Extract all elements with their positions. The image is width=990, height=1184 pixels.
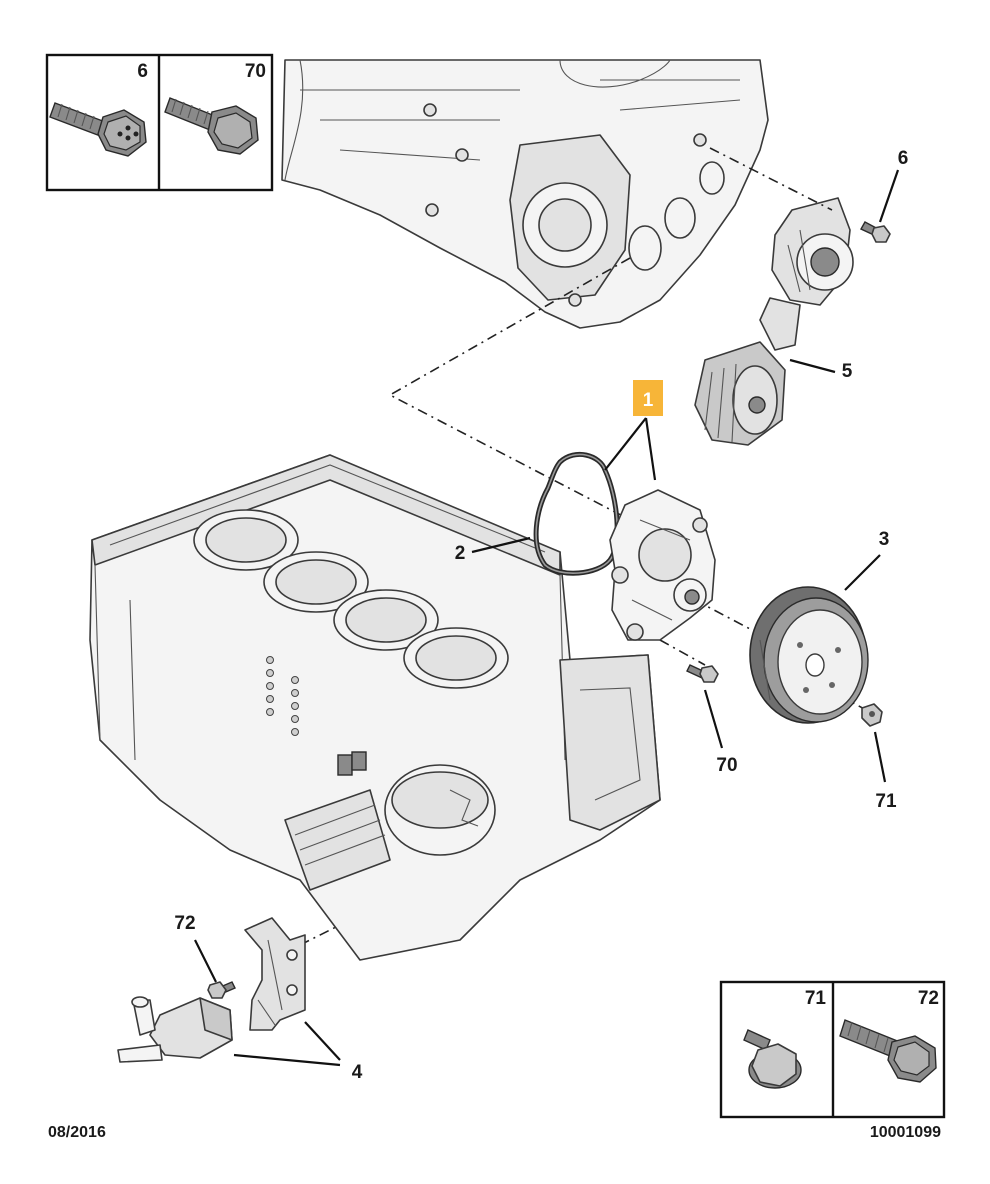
- screw-70-icon: [164, 97, 259, 155]
- screw-72-part: [207, 981, 236, 999]
- label-6[interactable]: 6: [898, 148, 909, 169]
- inset-top-label-6: 6: [137, 61, 148, 82]
- water-pump-1: [609, 489, 716, 641]
- screw-72-icon: [839, 1019, 937, 1083]
- label-71[interactable]: 71: [875, 791, 897, 812]
- label-72[interactable]: 72: [174, 913, 195, 934]
- label-5[interactable]: 5: [842, 361, 853, 382]
- leader-lines: [194, 169, 900, 1067]
- inset-bottom-label-71: 71: [805, 988, 827, 1009]
- pulley-3: [749, 586, 869, 724]
- inset-top-label-70: 70: [245, 61, 266, 82]
- label-3[interactable]: 3: [879, 529, 890, 550]
- label-70[interactable]: 70: [716, 755, 737, 776]
- belt-tensioner-5: [694, 197, 854, 446]
- inset-bottom-screws: 71 72: [719, 980, 946, 1119]
- footer-reference: 10001099: [870, 1124, 941, 1141]
- label-1[interactable]: 1: [643, 390, 654, 411]
- screw-71-icon: [743, 1029, 802, 1089]
- inset-top-screws: 6 70: [45, 53, 274, 192]
- footer-date: 08/2016: [48, 1124, 106, 1141]
- label-4[interactable]: 4: [352, 1062, 363, 1083]
- upper-engine-block: [281, 59, 769, 329]
- screw-70-part: [686, 664, 719, 683]
- highlight-box-1: [633, 380, 663, 416]
- callouts: 1 2 3 4 5 6 70 71 72: [174, 148, 908, 1083]
- screw-6-icon: [49, 102, 147, 157]
- nut-71-part: [861, 703, 883, 727]
- sensor-body: [117, 996, 233, 1063]
- inset-bottom-label-72: 72: [918, 988, 939, 1009]
- label-2[interactable]: 2: [455, 543, 466, 564]
- main-engine-block: [89, 454, 661, 961]
- sensor-bracket-4: [244, 917, 306, 1031]
- screw-6-part: [860, 221, 891, 243]
